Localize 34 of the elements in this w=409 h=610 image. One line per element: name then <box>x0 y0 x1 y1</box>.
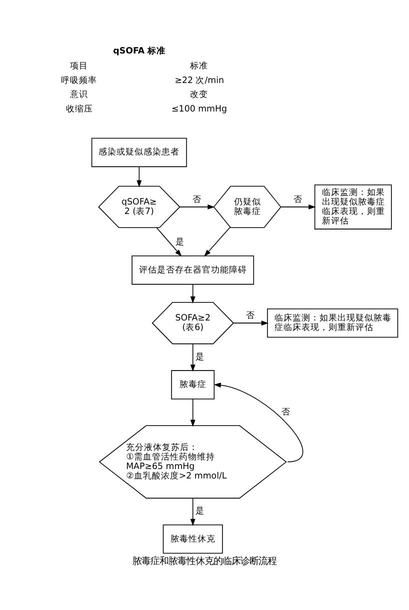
label: 改变 <box>190 90 208 100</box>
arrow <box>179 204 215 209</box>
node-box: 脓毒症 <box>171 370 215 399</box>
label: 收缩压 <box>66 104 93 114</box>
node-box: 脓毒性休克 <box>162 524 223 554</box>
edge-label: 否 <box>293 194 302 205</box>
arrow <box>280 204 316 209</box>
label: ≤100 mmHg <box>172 104 228 114</box>
arrow <box>190 342 196 372</box>
label: 项目 <box>70 61 88 72</box>
edge-label: 是 <box>176 237 185 248</box>
arrow <box>233 320 268 326</box>
arrow <box>156 227 182 256</box>
caption: 脓毒症和脓毒性休克的临床诊断流程 <box>132 556 276 566</box>
label: 标准 <box>190 61 208 72</box>
node-box: 临床监测：如果出现疑似脓毒症临床表现，则重新评估 <box>314 184 392 229</box>
edge-label: 否 <box>246 310 255 321</box>
label: 意识 <box>70 90 88 100</box>
label: ≥22 次/min <box>174 75 224 86</box>
node-box: 临床监测：如果出现疑似脓毒症临床表现，则重新评估 <box>267 308 398 338</box>
node-box: 感染或疑似感染患者 <box>91 137 187 167</box>
edge-label: 否 <box>192 194 202 205</box>
arrow <box>214 382 304 462</box>
node-box: 评估是否存在器官功能障碍 <box>132 254 254 284</box>
label: 呼吸频率 <box>61 75 98 86</box>
arrow <box>190 284 196 303</box>
arrow <box>190 497 196 526</box>
arrow <box>190 398 196 426</box>
edge-label: 是 <box>195 506 204 516</box>
edge-label: 否 <box>282 407 291 418</box>
edge-label: 是 <box>195 352 204 362</box>
arrow <box>136 166 142 187</box>
diagram-title: qSOFA 标准 <box>113 46 166 56</box>
arrow <box>204 226 230 256</box>
